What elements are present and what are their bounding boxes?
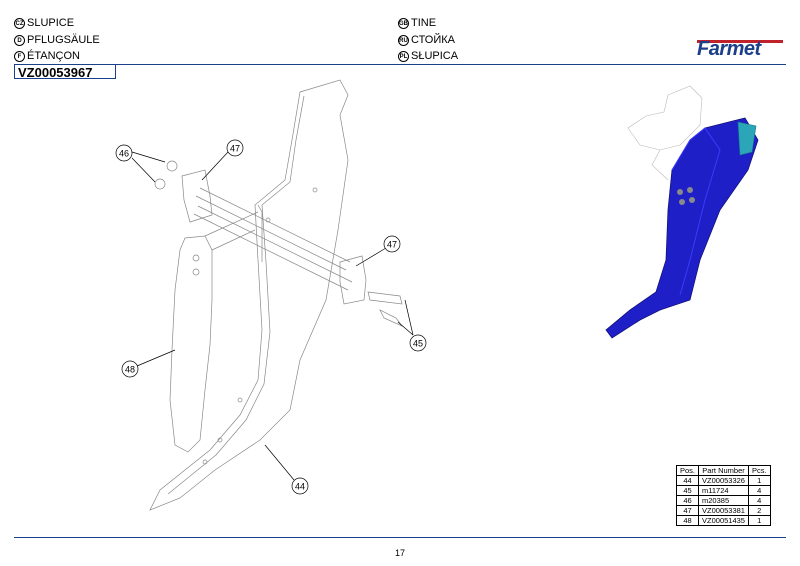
table-row: 44 VZ00053326 1 (675, 475, 771, 486)
title-ru: RU СТОЙКА (398, 34, 455, 47)
lang-badge: RU (398, 35, 409, 46)
cell-part: m11724 (698, 485, 749, 496)
col-header-part: Part Number (698, 465, 749, 476)
title-gb: GB TINE (398, 17, 436, 30)
lang-badge: F (14, 51, 25, 62)
callout-47a (226, 139, 244, 157)
lang-badge: D (14, 35, 25, 46)
title-text: ÉTANÇON (27, 50, 80, 62)
callout-45-label: 45 (413, 339, 423, 349)
callout-44 (291, 477, 309, 495)
cell-pos: 47 (675, 505, 700, 516)
lang-badge: PL (398, 51, 409, 62)
cell-pcs: 4 (747, 485, 771, 496)
table-row: 48 VZ00051435 1 (675, 515, 771, 526)
callout-46 (115, 144, 133, 162)
cell-pos: 44 (675, 475, 700, 486)
title-text: SLUPICE (27, 17, 75, 29)
cell-pcs: 4 (747, 495, 771, 506)
callout-45 (409, 334, 427, 352)
logo-underline (697, 40, 783, 43)
callout-47b-label: 47 (387, 240, 397, 250)
title-text: TINE (411, 17, 437, 29)
callout-47b (383, 235, 401, 253)
table-row: 45 m11724 4 (675, 485, 771, 496)
cell-pos: 46 (675, 495, 700, 506)
col-header-pcs: Pcs. (747, 465, 771, 476)
title-d: D PFLUGSÄULE (14, 34, 100, 47)
lang-badge: CZ (14, 18, 25, 29)
callout-46-label: 46 (119, 149, 129, 159)
cell-part: VZ00053381 (698, 505, 749, 516)
lang-badge: GB (398, 18, 409, 29)
cell-pcs: 2 (747, 505, 771, 516)
title-f: F ÉTANÇON (14, 50, 80, 63)
callout-48-label: 48 (125, 365, 135, 375)
page-number: 17 (394, 548, 405, 558)
tine-outline (149, 79, 404, 511)
cell-part: VZ00053326 (698, 475, 749, 486)
title-text: СТОЙКА (411, 34, 456, 46)
title-text: PFLUGSÄULE (27, 34, 100, 46)
title-pl: PL SŁUPICA (398, 50, 458, 63)
title-text: SŁUPICA (411, 50, 459, 62)
table-row: 46 m20385 4 (675, 495, 771, 506)
parts-table: Pos. Part Number Pcs. 44 VZ00053326 1 45… (675, 465, 771, 526)
table-row: 47 VZ00053381 2 (675, 505, 771, 516)
brand-logo: Farmet (697, 38, 761, 60)
table-header-row: Pos. Part Number Pcs. (675, 465, 771, 476)
cell-pos: 45 (675, 485, 700, 496)
tine-render (605, 85, 759, 339)
callout-47a-label: 47 (230, 144, 240, 154)
footer-rule (14, 537, 786, 538)
header-rule (14, 64, 786, 65)
callout-48 (121, 360, 139, 378)
callout-44-label: 44 (295, 482, 305, 492)
cell-pcs: 1 (747, 515, 771, 526)
cell-part: VZ00051435 (698, 515, 749, 526)
cell-pcs: 1 (747, 475, 771, 486)
cell-part: m20385 (698, 495, 749, 506)
title-cz: CZ SLUPICE (14, 17, 74, 30)
col-header-pos: Pos. (675, 465, 700, 476)
cell-pos: 48 (675, 515, 700, 526)
